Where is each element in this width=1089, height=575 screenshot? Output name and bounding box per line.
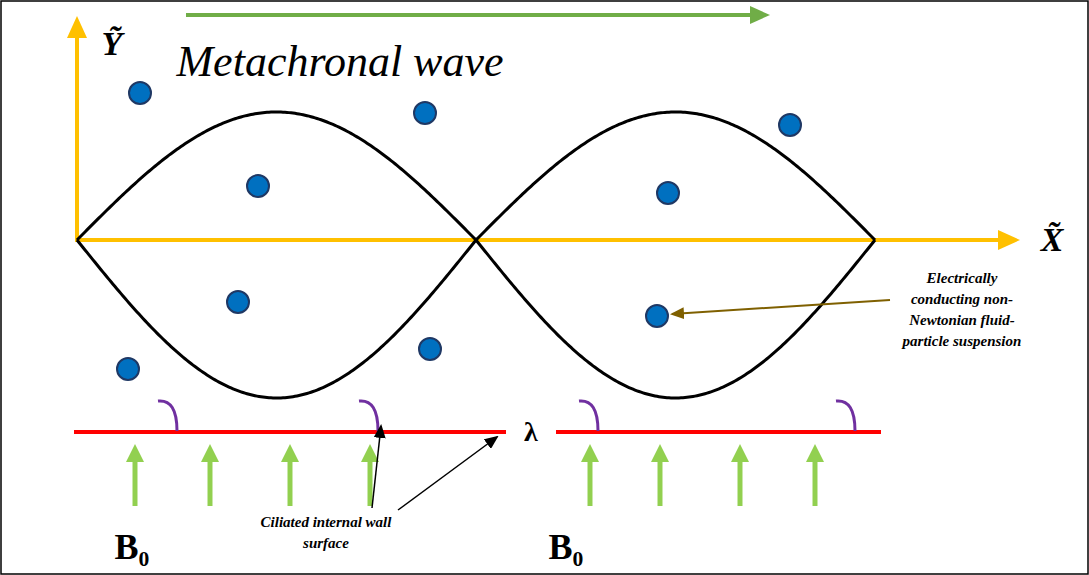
y-axis bbox=[75, 36, 79, 242]
field-arrow bbox=[288, 460, 293, 506]
particles bbox=[117, 82, 801, 380]
wave-curves bbox=[77, 112, 875, 398]
particle bbox=[419, 338, 441, 360]
x-axis bbox=[75, 238, 1000, 242]
magnetic-field-arrows bbox=[135, 460, 815, 506]
wall-line bbox=[556, 430, 881, 434]
leader-arrow bbox=[398, 437, 497, 510]
field-arrow bbox=[658, 460, 663, 506]
particle bbox=[657, 182, 679, 204]
field-arrow bbox=[738, 460, 743, 506]
cilium bbox=[836, 401, 855, 431]
cilium bbox=[579, 401, 598, 431]
cilium bbox=[359, 401, 378, 431]
field-label: B₀ bbox=[115, 528, 150, 568]
wave-direction-arrow bbox=[186, 13, 752, 17]
particle bbox=[247, 175, 269, 197]
field-label: B₀ bbox=[549, 528, 584, 568]
wave-label: Metachronal wave bbox=[176, 38, 503, 86]
particle bbox=[414, 102, 436, 124]
wall-line bbox=[74, 430, 506, 434]
wavelength-label: λ bbox=[524, 417, 538, 448]
leader-arrow bbox=[672, 300, 890, 314]
axis-label: Ỹ bbox=[102, 25, 123, 62]
cilium bbox=[158, 401, 177, 431]
field-arrow bbox=[133, 460, 138, 506]
particle bbox=[129, 82, 151, 104]
axis-label: X̃ bbox=[1041, 221, 1064, 258]
wave-curve bbox=[77, 112, 875, 240]
annotation-label: Ciliated internal wall surface bbox=[256, 512, 396, 554]
particle bbox=[646, 305, 668, 327]
field-arrow bbox=[588, 460, 593, 506]
cilia bbox=[158, 401, 855, 431]
field-arrow bbox=[208, 460, 213, 506]
field-arrow bbox=[813, 460, 818, 506]
particle bbox=[227, 291, 249, 313]
leader-arrow bbox=[372, 426, 381, 508]
annotation-label: Electrically conducting non-Newtonian fl… bbox=[896, 268, 1028, 352]
wave-curve bbox=[77, 240, 875, 398]
field-arrow bbox=[368, 460, 373, 506]
particle bbox=[117, 358, 139, 380]
particle bbox=[779, 114, 801, 136]
